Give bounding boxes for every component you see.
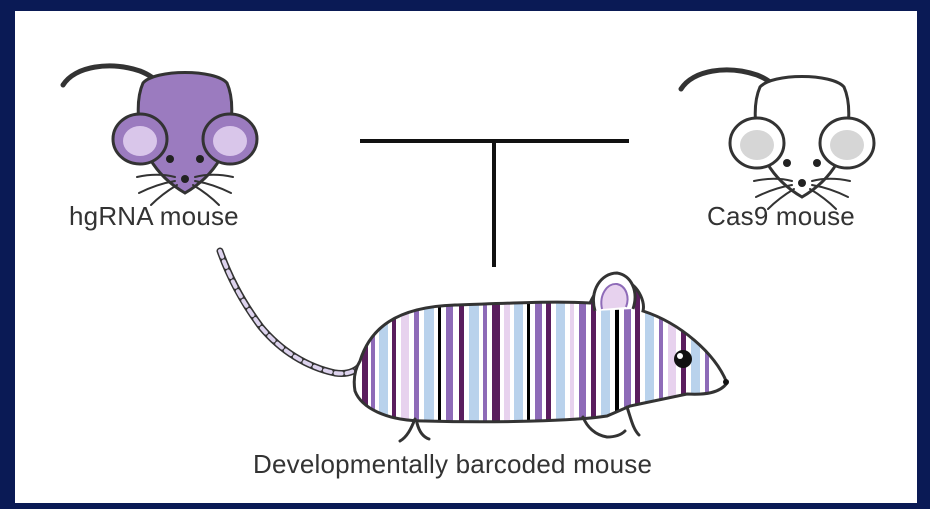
- hgrna-mouse-label: hgRNA mouse: [69, 201, 239, 232]
- diagram-canvas: hgRNA mouse Cas9 mouse Developmentally b…: [15, 11, 917, 503]
- hgrna-mouse-icon: [63, 66, 257, 205]
- barcoded-mouse-label: Developmentally barcoded mouse: [253, 449, 652, 480]
- cas9-mouse-label: Cas9 mouse: [707, 201, 855, 232]
- cross-connector: [360, 141, 629, 267]
- cas9-mouse-icon: [681, 70, 874, 209]
- cross-diagram: [15, 11, 917, 503]
- barcoded-mouse-icon: [220, 251, 745, 441]
